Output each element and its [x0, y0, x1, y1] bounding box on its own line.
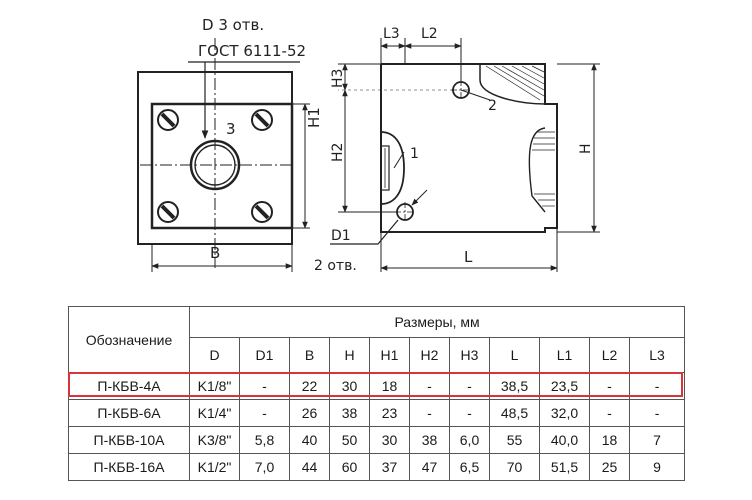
col-header-L1: L1 [539, 337, 590, 373]
dimensions-header: Размеры, мм [188, 306, 686, 338]
table-cell: 60 [329, 453, 370, 481]
table-cell: 7 [628, 426, 686, 454]
table-cell: 5,8 [239, 426, 290, 454]
dim-H2-label: H2 [330, 143, 346, 162]
table-cell: K1/8" [189, 372, 240, 400]
table-cell: 6,5 [449, 453, 490, 481]
table-cell: 44 [289, 453, 330, 481]
plan-view [137, 38, 310, 272]
dim-L2-label: L2 [421, 26, 438, 42]
table-cell: 30 [329, 372, 370, 400]
port-1-protrusion [380, 131, 405, 205]
table-cell: 37 [369, 453, 410, 481]
callout-gost-label: ГОСТ 6111-52 [198, 42, 306, 60]
table-cell: 40 [289, 426, 330, 454]
port-3-circle [189, 139, 241, 191]
table-cell: 38 [329, 399, 370, 427]
table-cell: 55 [489, 426, 540, 454]
row-designation: П-КБВ-16А [68, 453, 190, 481]
col-header-H3: H3 [449, 337, 490, 373]
table-cell: - [449, 372, 490, 400]
col-header-H2: H2 [409, 337, 450, 373]
table-cell: - [239, 372, 290, 400]
table-cell: 25 [589, 453, 630, 481]
table-cell: 30 [369, 426, 410, 454]
screw-top-right [251, 109, 273, 131]
row-designation: П-КБВ-6А [68, 399, 190, 427]
holes-count-label: 2 отв. [314, 258, 357, 274]
port-2-label: 2 [488, 98, 497, 114]
table-cell: 38,5 [489, 372, 540, 400]
table-row: П-КБВ-4А K1/8" - 22 30 18 - - 38,5 23,5 … [68, 372, 686, 400]
dim-H-label: H [578, 143, 594, 154]
port-1-label: 1 [410, 146, 419, 162]
table-cell: 18 [589, 426, 630, 454]
table-cell: 51,5 [539, 453, 590, 481]
dim-L-label: L [464, 248, 473, 266]
table-cell: 23,5 [539, 372, 590, 400]
table-cell: 26 [289, 399, 330, 427]
row-designation: П-КБВ-10А [68, 426, 190, 454]
port-3-label: 3 [226, 120, 236, 138]
table-cell: 47 [409, 453, 450, 481]
table-cell: 50 [329, 426, 370, 454]
table-cell: - [589, 372, 630, 400]
table-cell: - [239, 399, 290, 427]
dim-L3-label: L3 [383, 26, 400, 42]
table-cell: 32,0 [539, 399, 590, 427]
col-header-L3: L3 [628, 337, 686, 373]
dim-B-label: B [210, 244, 220, 262]
table-cell: - [589, 399, 630, 427]
plan-inner-face [150, 102, 294, 230]
col-header-L2: L2 [589, 337, 630, 373]
side-view [330, 38, 600, 272]
table-cell: - [449, 399, 490, 427]
table-cell: - [628, 399, 686, 427]
right-port-thread [528, 127, 546, 213]
col-header-B: B [289, 337, 330, 373]
port-2-thread [479, 64, 546, 105]
table-cell: 22 [289, 372, 330, 400]
table-cell: 7,0 [239, 453, 290, 481]
table-cell: - [409, 399, 450, 427]
table-cell: 23 [369, 399, 410, 427]
table-cell: K3/8" [189, 426, 240, 454]
row-designation: П-КБВ-4А [68, 372, 190, 400]
table-cell: - [628, 372, 686, 400]
screw-bottom-left [157, 201, 179, 223]
col-header-D1: D1 [239, 337, 290, 373]
dim-H3-label: H3 [330, 69, 346, 88]
col-header-H1: H1 [369, 337, 410, 373]
table-row: П-КБВ-16А K1/2" 7,0 44 60 37 47 6,5 70 5… [68, 453, 686, 481]
table-cell: 48,5 [489, 399, 540, 427]
table-cell: 38 [409, 426, 450, 454]
table-cell: 6,0 [449, 426, 490, 454]
dim-H1-label: H1 [305, 107, 323, 128]
callout-holes-label: D 3 отв. [202, 16, 264, 34]
dimensions-table: Обозначение Размеры, мм D D1 B H H1 H2 H… [68, 306, 686, 481]
screw-top-left [157, 109, 179, 131]
col-header-H: H [329, 337, 370, 373]
table-cell: K1/2" [189, 453, 240, 481]
dim-D1-label: D1 [331, 228, 351, 244]
col-header-L: L [489, 337, 540, 373]
col-header-D: D [189, 337, 240, 373]
table-cell: 70 [489, 453, 540, 481]
table-cell: 18 [369, 372, 410, 400]
table-cell: K1/4" [189, 399, 240, 427]
table-cell: 9 [628, 453, 686, 481]
designation-header: Обозначение [68, 306, 190, 373]
screw-bottom-right [251, 201, 273, 223]
table-row: П-КБВ-10А K3/8" 5,8 40 50 30 38 6,0 55 4… [68, 426, 686, 454]
table-cell: - [409, 372, 450, 400]
table-cell: 40,0 [539, 426, 590, 454]
technical-drawing: D 3 отв. ГОСТ 6111-52 3 H1 B [137, 16, 600, 274]
table-row: П-КБВ-6А K1/4" - 26 38 23 - - 48,5 32,0 … [68, 399, 686, 427]
